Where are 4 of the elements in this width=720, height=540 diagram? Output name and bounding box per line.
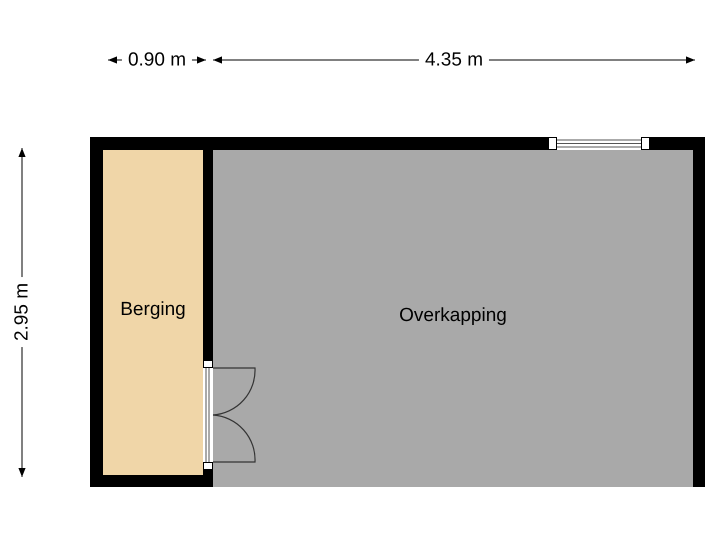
room-label: Berging [120,298,186,322]
covered-area [213,150,693,487]
room-label: Overkapping [399,304,507,328]
storage-room [103,150,203,475]
